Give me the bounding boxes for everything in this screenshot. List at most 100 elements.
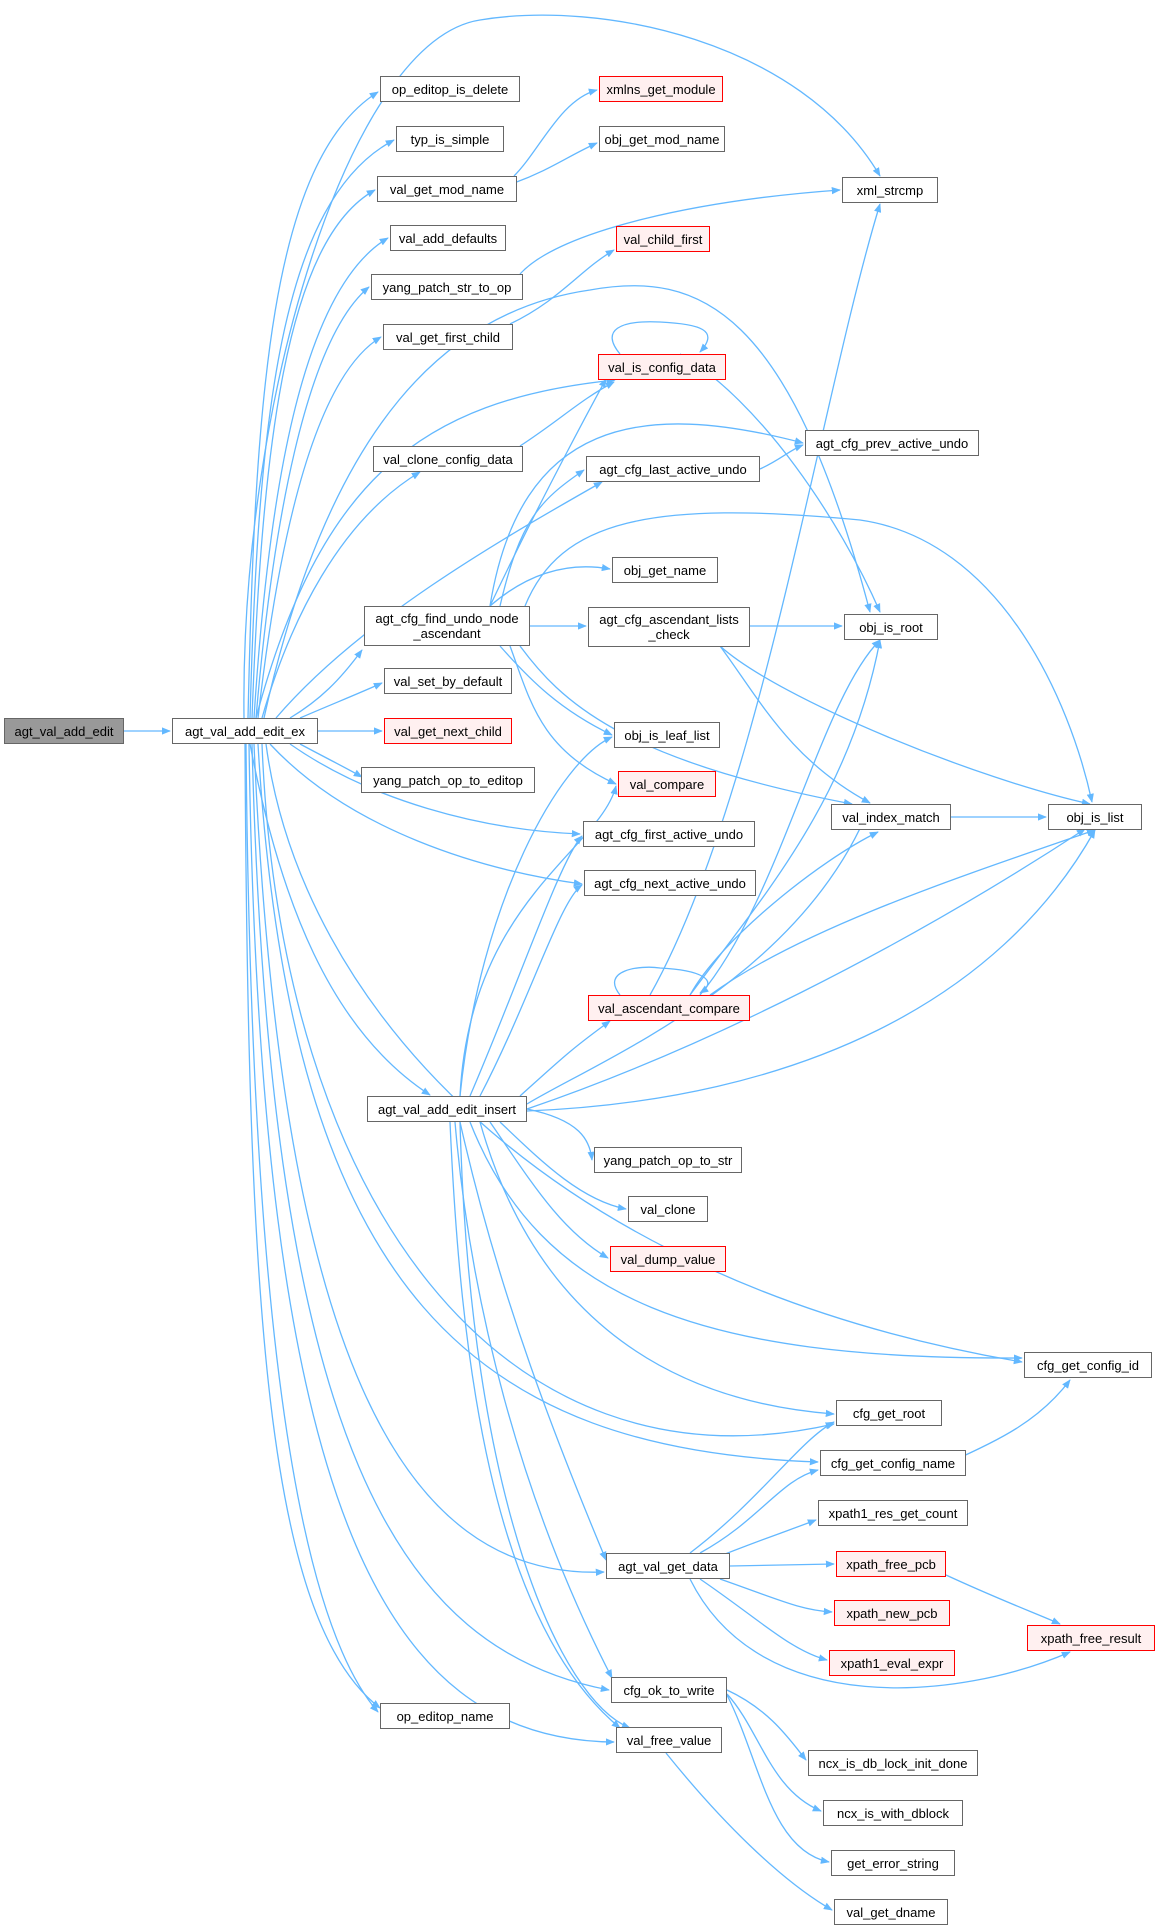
node-xpath-free-result[interactable]: xpath_free_result: [1027, 1625, 1155, 1651]
node-xpath-new-pcb[interactable]: xpath_new_pcb: [834, 1600, 950, 1626]
call-edge-29: [519, 186, 841, 275]
call-edge-53: [526, 805, 871, 1105]
node-obj-get-mod-name[interactable]: obj_get_mod_name: [599, 126, 725, 152]
node-agt-val-add-edit-insert[interactable]: agt_val_add_edit_insert: [367, 1096, 527, 1122]
node-val-ascendant-compare[interactable]: val_ascendant_compare: [588, 995, 750, 1021]
node-xpath-free-pcb[interactable]: xpath_free_pcb: [836, 1551, 946, 1577]
call-edge-19: [289, 743, 581, 838]
node-xml-strcmp[interactable]: xml_strcmp: [842, 177, 938, 203]
node-obj-get-name[interactable]: obj_get_name: [612, 557, 718, 583]
call-edge-22: [261, 743, 835, 1437]
call-edge-76: [699, 1578, 828, 1662]
node-cfg-get-config-id[interactable]: cfg_get_config_id: [1024, 1352, 1152, 1378]
node-val-child-first[interactable]: val_child_first: [616, 226, 710, 252]
call-edge-3: [251, 189, 376, 719]
call-edge-15: [243, 14, 881, 719]
call-edge-77: [689, 1578, 1071, 1689]
node-agt-val-add-edit[interactable]: agt_val_add_edit: [4, 718, 124, 744]
node-agt-cfg-find-undo-node-ascendant[interactable]: agt_cfg_find_undo_node _ascendant: [364, 606, 530, 646]
node-obj-is-root[interactable]: obj_is_root: [844, 614, 938, 640]
node-agt-cfg-prev-active-undo[interactable]: agt_cfg_prev_active_undo: [805, 430, 979, 456]
call-edge-68: [699, 639, 881, 996]
node-cfg-get-config-name[interactable]: cfg_get_config_name: [820, 1450, 966, 1476]
node-cfg-get-root[interactable]: cfg_get_root: [836, 1400, 942, 1426]
node-agt-cfg-last-active-undo[interactable]: agt_cfg_last_active_undo: [586, 456, 760, 482]
node-val-compare[interactable]: val_compare: [618, 771, 716, 797]
node-val-add-defaults[interactable]: val_add_defaults: [390, 225, 506, 251]
node-xpath1-res-get-count[interactable]: xpath1_res_get_count: [818, 1500, 968, 1526]
node-agt-cfg-first-active-undo[interactable]: agt_cfg_first_active_undo: [583, 821, 755, 847]
call-edge-70: [613, 966, 709, 996]
call-edge-72: [699, 1468, 819, 1554]
call-edge-14: [244, 743, 381, 1709]
call-edge-28: [513, 142, 598, 184]
call-edge-18: [275, 481, 603, 719]
node-val-dump-value[interactable]: val_dump_value: [610, 1246, 726, 1272]
call-edge-27: [513, 88, 598, 177]
call-edge-57: [499, 1121, 627, 1211]
call-edge-40: [509, 645, 617, 785]
node-op-editop-is-delete[interactable]: op_editop_is_delete: [380, 76, 520, 102]
node-ncx-is-db-lock-init-done[interactable]: ncx_is_db_lock_init_done: [808, 1750, 978, 1776]
node-get-error-string[interactable]: get_error_string: [831, 1850, 955, 1876]
node-val-clone[interactable]: val_clone: [628, 1196, 708, 1222]
call-edge-55: [526, 829, 1096, 1112]
node-xpath1-eval-expr[interactable]: xpath1_eval_expr: [829, 1650, 955, 1676]
node-val-free-value[interactable]: val_free_value: [616, 1727, 722, 1753]
node-yang-patch-op-to-str[interactable]: yang_patch_op_to_str: [594, 1147, 742, 1173]
call-edge-12: [249, 743, 431, 1096]
call-edge-52: [519, 1020, 611, 1097]
call-edge-34: [499, 469, 585, 607]
call-edge-64: [459, 1121, 631, 1729]
call-edge-6: [257, 336, 382, 719]
node-val-index-match[interactable]: val_index_match: [831, 804, 951, 830]
node-obj-is-leaf-list[interactable]: obj_is_leaf_list: [614, 722, 720, 748]
call-edge-17: [263, 285, 872, 719]
call-edge-46: [611, 321, 709, 355]
call-edge-38: [499, 645, 613, 736]
node-val-get-mod-name[interactable]: val_get_mod_name: [377, 176, 517, 202]
call-edge-78: [945, 1574, 1061, 1625]
node-val-get-first-child[interactable]: val_get_first_child: [383, 324, 513, 350]
call-edge-54: [526, 828, 1086, 1110]
call-edge-42: [719, 645, 1091, 806]
node-agt-cfg-next-active-undo[interactable]: agt_cfg_next_active_undo: [584, 870, 756, 896]
node-val-is-config-data[interactable]: val_is_config_data: [598, 354, 726, 380]
call-edge-56: [526, 1108, 595, 1161]
call-edge-30: [509, 249, 615, 325]
call-edge-58: [489, 1121, 609, 1259]
node-obj-is-list[interactable]: obj_is_list: [1048, 804, 1142, 830]
call-edge-50: [469, 835, 583, 1097]
node-agt-cfg-ascendant-lists-check[interactable]: agt_cfg_ascendant_lists _check: [588, 607, 750, 647]
call-edge-36: [489, 378, 607, 607]
call-edge-66: [689, 831, 879, 996]
node-ncx-is-with-dblock[interactable]: ncx_is_with_dblock: [823, 1800, 963, 1826]
node-typ-is-simple[interactable]: typ_is_simple: [396, 126, 504, 152]
call-edge-71: [689, 1421, 835, 1554]
node-val-get-next-child[interactable]: val_get_next_child: [384, 718, 512, 744]
node-cfg-ok-to-write[interactable]: cfg_ok_to_write: [611, 1677, 727, 1703]
node-val-set-by-default[interactable]: val_set_by_default: [384, 668, 512, 694]
call-edge-1: [247, 91, 379, 719]
node-yang-patch-str-to-op[interactable]: yang_patch_str_to_op: [371, 274, 523, 300]
node-val-get-dname[interactable]: val_get_dname: [834, 1899, 948, 1925]
call-edge-13: [245, 743, 379, 1713]
call-edge-9: [299, 682, 383, 719]
node-agt-val-add-edit-ex[interactable]: agt_val_add_edit_ex: [172, 718, 318, 744]
node-xmlns-get-module[interactable]: xmlns_get_module: [599, 76, 723, 102]
call-edge-32: [489, 563, 611, 607]
node-val-clone-config-data[interactable]: val_clone_config_data: [373, 446, 523, 472]
call-edges: [124, 14, 1096, 1911]
call-edge-44: [759, 444, 804, 470]
node-agt-val-get-data[interactable]: agt_val_get_data: [606, 1553, 730, 1579]
call-edge-23: [257, 743, 819, 1466]
call-edge-61: [459, 1121, 607, 1561]
node-op-editop-name[interactable]: op_editop_name: [380, 1703, 510, 1729]
call-edge-26: [248, 743, 615, 1746]
node-yang-patch-op-to-editop[interactable]: yang_patch_op_to_editop: [361, 767, 535, 793]
call-edge-75: [719, 1578, 833, 1616]
call-edge-62: [454, 1121, 613, 1679]
call-edge-59: [469, 1121, 1023, 1362]
call-edge-43: [719, 645, 871, 804]
call-edge-11: [299, 743, 363, 778]
